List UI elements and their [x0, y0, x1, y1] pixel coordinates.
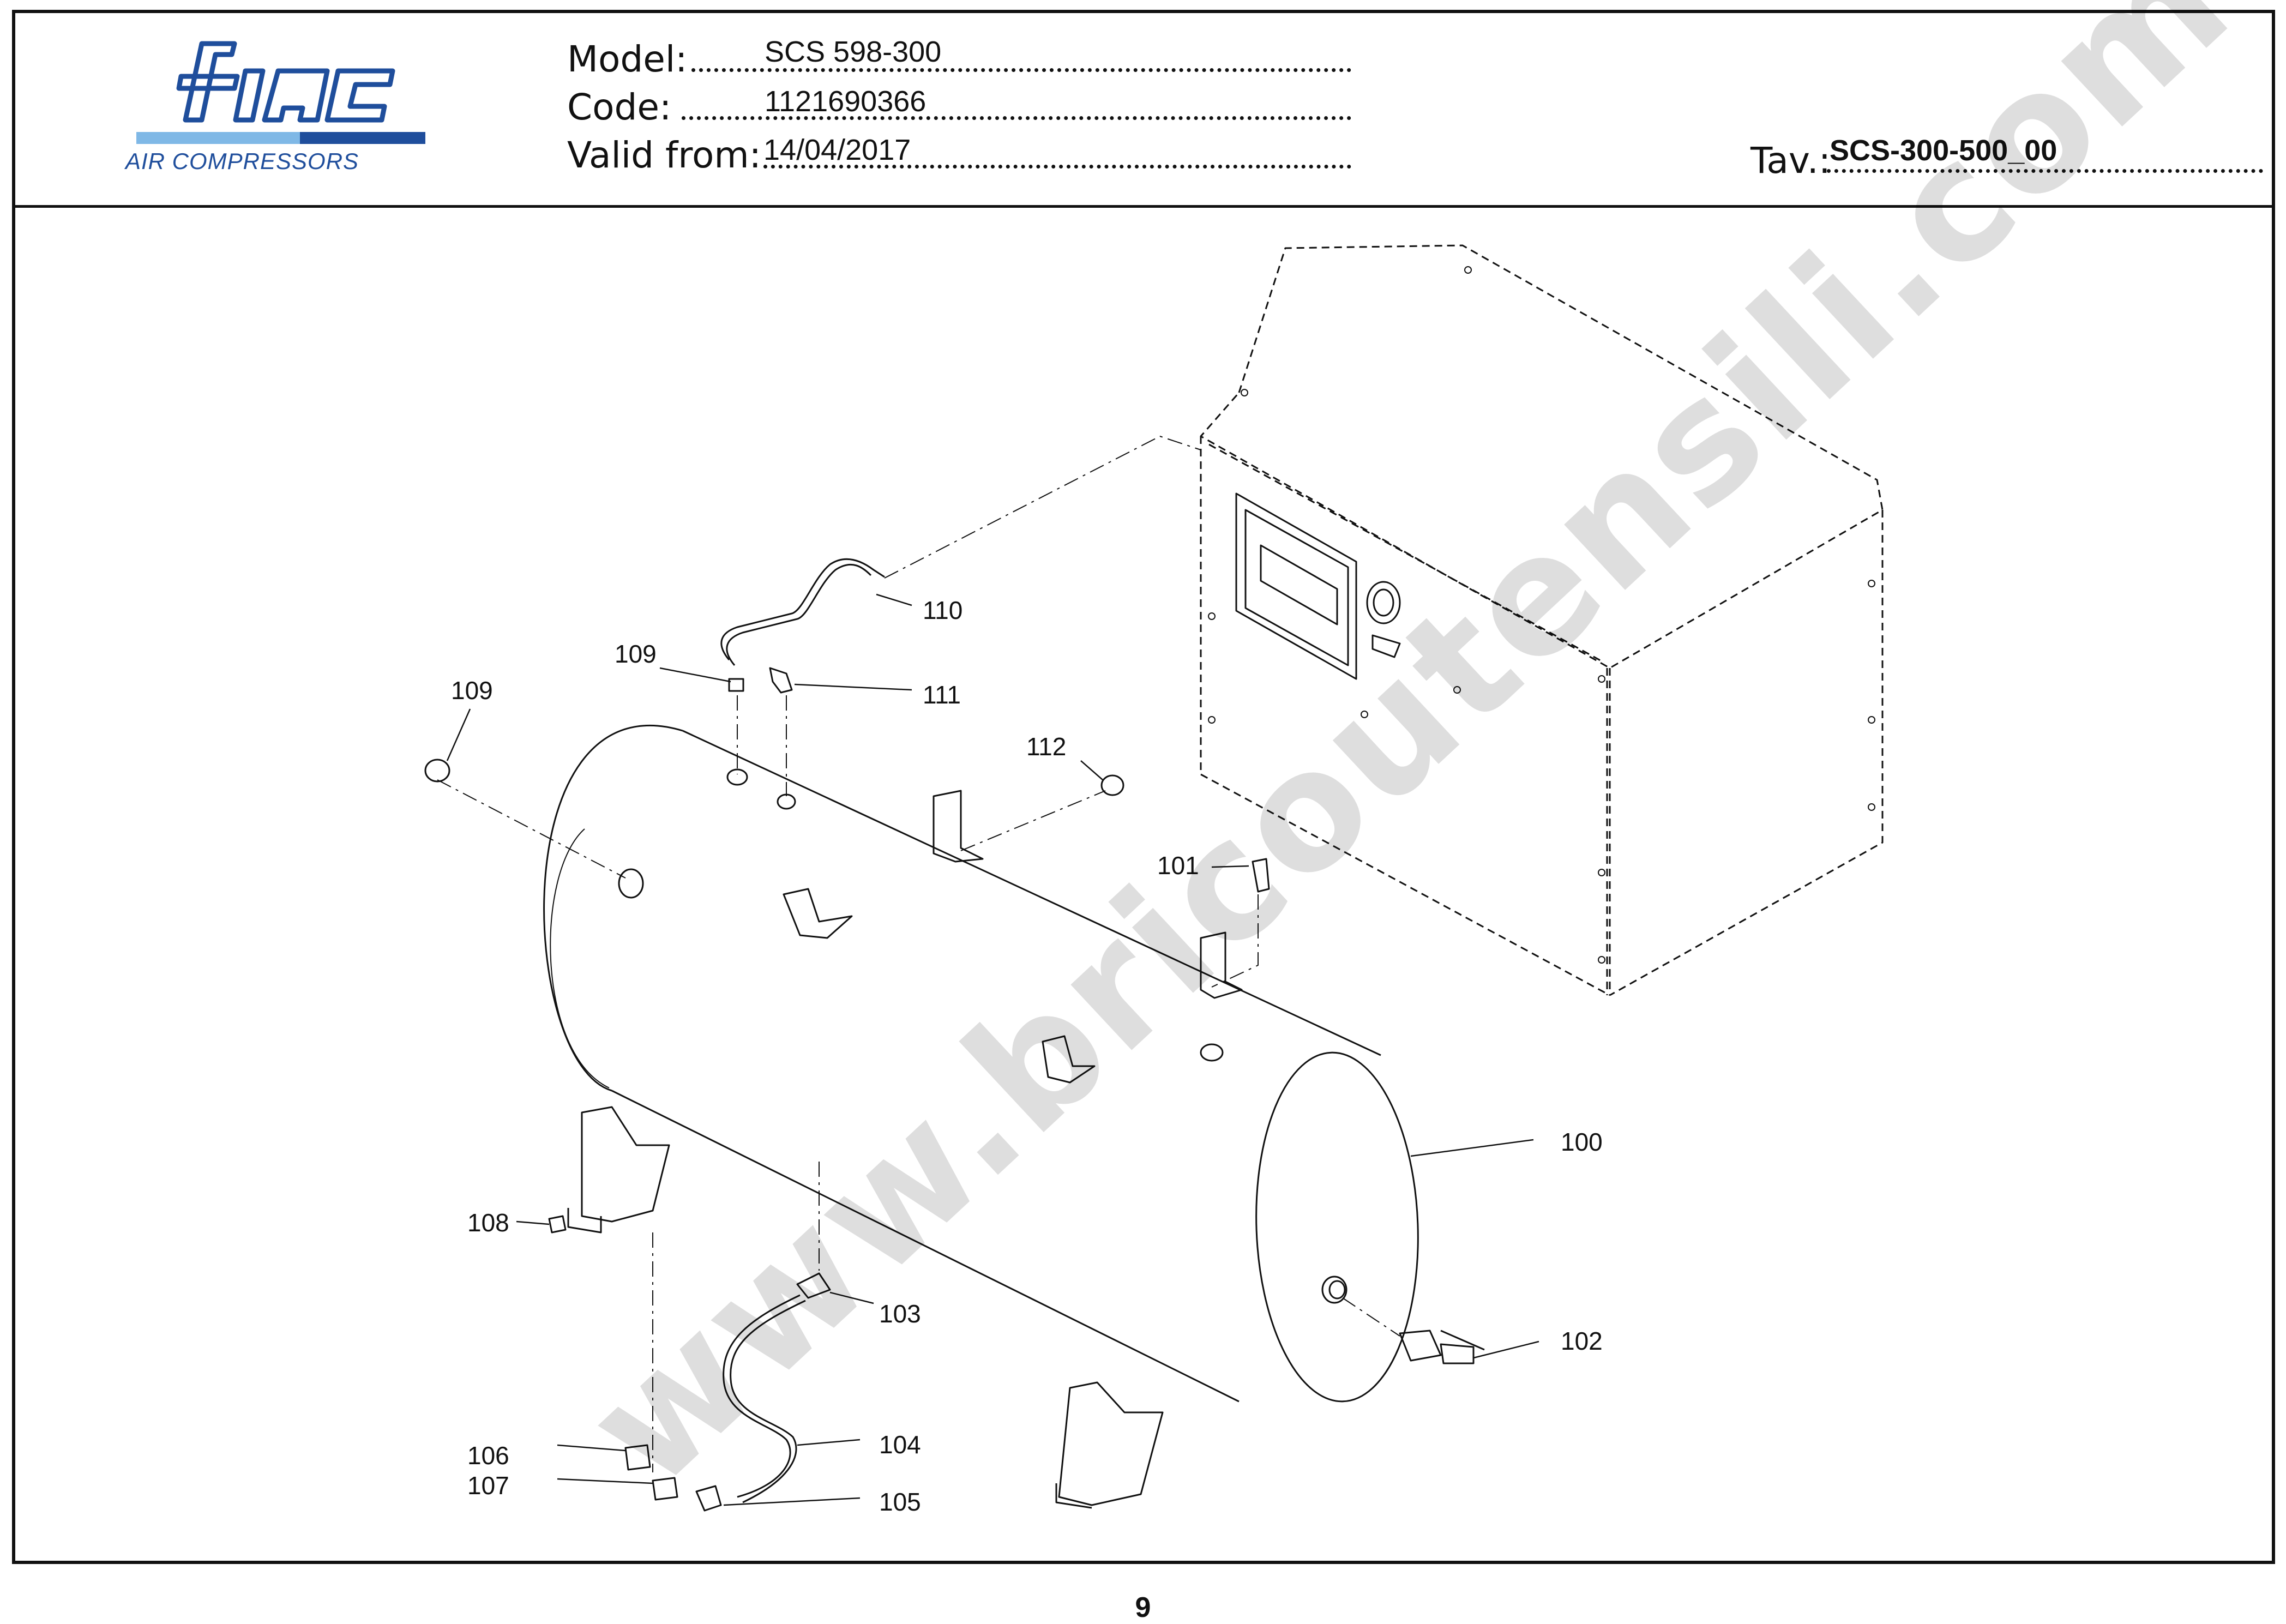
callout-109-top: 109	[615, 640, 657, 668]
fiac-logo: AIR COMPRESSORS	[124, 41, 425, 174]
logo-tagline: AIR COMPRESSORS	[124, 148, 359, 174]
callout-111: 111	[923, 681, 961, 709]
tav-label: Tav.:	[1750, 140, 1831, 182]
code-label: Code:	[567, 86, 672, 128]
page-number: 9	[1135, 1592, 1151, 1623]
callout-105: 105	[879, 1488, 921, 1516]
leader-lines	[446, 593, 1539, 1506]
valid-from-dotted-line	[763, 165, 1351, 169]
model-value: SCS 598-300	[765, 35, 942, 68]
model-dotted-line	[691, 68, 1351, 72]
air-tank	[543, 725, 1419, 1509]
callout-103: 103	[879, 1300, 921, 1328]
callout-110: 110	[923, 596, 962, 624]
callout-104: 104	[879, 1430, 921, 1459]
tav-value: SCS-300-500_00	[1830, 134, 2058, 167]
parts	[424, 558, 1485, 1512]
cabinet-screws	[1208, 266, 1875, 964]
code-dotted-line	[682, 116, 1351, 120]
callout-101: 101	[1157, 851, 1199, 880]
tav-dotted-line	[1827, 169, 2263, 173]
logo-wordmark	[176, 41, 395, 123]
compressor-cabinet	[1200, 244, 1884, 996]
code-value: 1121690366	[765, 85, 927, 118]
logo-stripe-dark	[300, 132, 425, 144]
page-frame	[12, 10, 2275, 1564]
callout-109-left: 109	[451, 676, 493, 705]
callout-112: 112	[1026, 732, 1066, 761]
callout-106: 106	[467, 1441, 509, 1470]
valid-from-value: 14/04/2017	[763, 134, 911, 166]
callout-108: 108	[467, 1208, 509, 1237]
model-label: Model:	[567, 38, 688, 80]
callout-102: 102	[1561, 1327, 1603, 1355]
valid-from-label: Valid from:	[567, 134, 761, 176]
exploded-view-drawing: 100 101 102 103 104 105 106 107 108 109 …	[424, 244, 1884, 1516]
callout-107: 107	[467, 1471, 509, 1500]
header-divider	[12, 205, 2275, 208]
assembly-lines	[437, 436, 1400, 1472]
callout-100: 100	[1561, 1128, 1603, 1156]
logo-stripe-light	[136, 132, 300, 144]
control-panel	[1235, 492, 1401, 680]
